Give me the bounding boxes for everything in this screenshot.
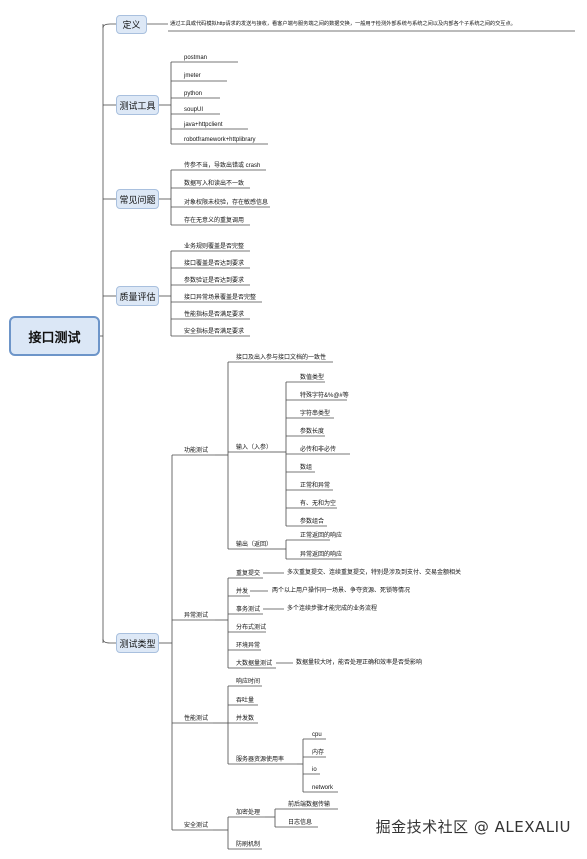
input-label: 输入（入参） — [236, 445, 273, 451]
performance-item: 并发数 — [236, 716, 255, 722]
bigdata-note: 数据量较大时，能否处理正确和效率是否受影响 — [296, 660, 423, 666]
resource-item: cpu — [312, 732, 322, 738]
quality-item: 性能指标是否满足要求 — [184, 312, 245, 318]
problem-item: 数据写入和读出不一致 — [184, 181, 245, 187]
consistency-item: 接口及出入参与接口文档的一致性 — [236, 355, 327, 361]
node-types[interactable]: 测试类型 — [116, 633, 159, 653]
node-quality[interactable]: 质量评估 — [116, 286, 159, 306]
output-label: 输出（返回） — [236, 542, 273, 548]
definition-text: 通过工具或代码模拟http请求的发送与接收，看客户端与服务端之间的数据交换，一般… — [170, 21, 516, 27]
problem-item: 传参不当，导致出错或 crash — [184, 163, 261, 169]
performance-test-label: 性能测试 — [184, 716, 209, 722]
input-item: 数值类型 — [300, 375, 325, 381]
quality-item: 参数验证是否达到要求 — [184, 278, 245, 284]
resource-item: io — [312, 767, 317, 773]
quality-item: 安全指标是否满足要求 — [184, 329, 245, 335]
encrypt-item: 日志信息 — [288, 820, 313, 826]
input-item: 必传和非必传 — [300, 447, 337, 453]
repeat-submit-note: 多次重复提交、连续重复提交，特别是涉及到支付、交易金额相关 — [287, 570, 462, 576]
concurrent-note: 两个以上用户操作同一场景、争夺资源、死锁等情况 — [272, 588, 411, 594]
transaction-note: 多个连续步骤才能完成的业务流程 — [287, 606, 378, 612]
anti-brush-label: 防刷机制 — [236, 842, 261, 848]
resource-item: network — [312, 785, 334, 791]
tool-item: postman — [184, 55, 208, 61]
resource-label: 服务器资源使用率 — [236, 757, 285, 763]
quality-item: 接口覆盖是否达到要求 — [184, 261, 245, 267]
exception-test-label: 异常测试 — [184, 613, 209, 619]
output-item: 异常返回的响应 — [300, 552, 343, 558]
tool-item: robotframework+httplibrary — [184, 137, 256, 143]
encrypt-label: 加密处理 — [236, 810, 261, 816]
root-node[interactable]: 接口测试 — [9, 316, 100, 356]
node-tools[interactable]: 测试工具 — [116, 95, 159, 115]
security-test-label: 安全测试 — [184, 823, 209, 829]
concurrent-label: 并发 — [236, 589, 249, 595]
problem-item: 存在无意义的重复调用 — [184, 218, 245, 224]
bigdata-label: 大数据量测试 — [236, 661, 273, 667]
input-item: 特殊字符&%@#等 — [300, 393, 349, 399]
quality-item: 业务规则覆盖是否完整 — [184, 244, 245, 250]
watermark: 掘金技术社区 @ ALEXALIU — [375, 818, 571, 836]
distributed-label: 分布式测试 — [236, 625, 267, 631]
node-problems[interactable]: 常见问题 — [116, 189, 159, 209]
transaction-label: 事务测试 — [236, 607, 261, 613]
repeat-submit-label: 重复提交 — [236, 571, 261, 577]
tool-item: java+httpclient — [184, 122, 223, 128]
tool-item: soupUI — [184, 107, 204, 113]
encrypt-item: 前后端数据传输 — [288, 802, 331, 808]
problem-item: 对象权限未校验，存在敏感信息 — [184, 200, 269, 206]
output-item: 正常返回的响应 — [300, 533, 343, 539]
input-item: 参数长度 — [300, 429, 325, 435]
tool-item: python — [184, 91, 203, 97]
input-item: 字符串类型 — [300, 411, 331, 417]
quality-item: 接口异常场景覆盖是否完整 — [184, 295, 257, 301]
input-item: 有、无和为空 — [300, 501, 337, 507]
node-definition[interactable]: 定义 — [116, 15, 147, 34]
performance-item: 吞吐量 — [236, 698, 255, 704]
performance-item: 响应时间 — [236, 679, 261, 685]
tool-item: jmeter — [184, 73, 201, 79]
resource-item: 内存 — [312, 750, 325, 756]
input-item: 正常和异常 — [300, 483, 331, 489]
functional-test-label: 功能测试 — [184, 448, 209, 454]
input-item: 数组 — [300, 465, 313, 471]
input-item: 参数组合 — [300, 519, 325, 525]
env-exception-label: 环境异常 — [236, 643, 261, 649]
